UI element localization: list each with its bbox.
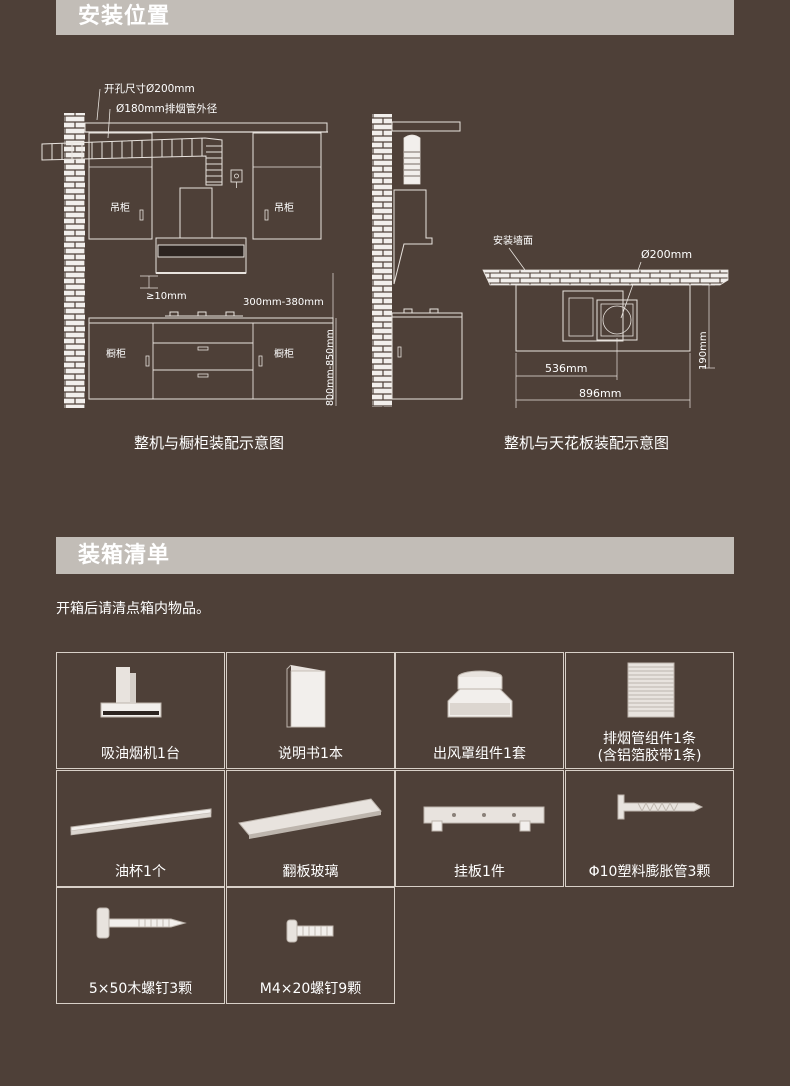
exhaust-pipe-icon xyxy=(627,662,675,718)
packing-item: 排烟管组件1条 (含铝箔胶带1条) xyxy=(565,652,734,769)
packing-item: 挂板1件 xyxy=(395,770,564,887)
outlet-cover-icon xyxy=(447,670,513,718)
wall-cabinet-right-label: 吊柜 xyxy=(274,201,294,214)
packing-item-label: 5×50木螺钉3颗 xyxy=(88,981,193,997)
width-inner-label: 536mm xyxy=(545,362,587,375)
section-header-packing: 装箱清单 xyxy=(56,537,734,574)
pipe-diameter-label: Ø180mm排烟管外径 xyxy=(116,102,218,115)
packing-item-label: 出风罩组件1套 xyxy=(433,746,526,762)
hole-size-label: 开孔尺寸Ø200mm xyxy=(104,82,195,95)
hanging-plate-icon xyxy=(423,806,545,832)
base-cabinet xyxy=(88,322,334,400)
packing-intro: 开箱后请清点箱内物品。 xyxy=(56,601,210,617)
diagram1-caption: 整机与橱柜装配示意图 xyxy=(134,434,285,452)
packing-item: Φ10塑料膨胀管3颗 xyxy=(565,770,734,887)
section-header-install: 安装位置 xyxy=(56,0,734,35)
packing-item: 翻板玻璃 xyxy=(226,770,395,887)
manual-icon xyxy=(286,664,326,728)
range-hood xyxy=(155,187,247,274)
glass-panel-icon xyxy=(238,798,382,839)
wall-cabinet-left-label: 吊柜 xyxy=(110,201,130,214)
machine-screw-icon xyxy=(286,919,334,943)
expansion-tube-icon xyxy=(617,794,704,820)
brick-wall xyxy=(64,113,85,408)
packing-item-label: 排烟管组件1条 xyxy=(603,731,696,747)
packing-item: 吸油烟机1台 xyxy=(56,652,225,769)
packing-item: M4×20螺钉9颗 xyxy=(226,887,395,1004)
section-title: 装箱清单 xyxy=(78,543,171,568)
width-outer-label: 896mm xyxy=(579,387,621,400)
side-view-diagram xyxy=(372,114,463,407)
packing-item-label: 吸油烟机1台 xyxy=(101,746,180,762)
countertop xyxy=(88,317,334,324)
base-cabinet-left-label: 橱柜 xyxy=(106,347,126,360)
counter-height-label: 800mm-850mm xyxy=(325,329,336,406)
diagram2-caption: 整机与天花板装配示意图 xyxy=(504,434,670,452)
hole-label-2: Ø200mm xyxy=(641,248,692,261)
cabinet-assembly-diagram: 吊柜 吊柜 ≥10mm 300mm-380mm 橱柜 橱柜 800mm-850m… xyxy=(41,82,337,408)
oil-cup-icon xyxy=(70,808,212,836)
wood-screw-icon xyxy=(96,907,187,939)
wall-label: 安装墙面 xyxy=(493,234,533,247)
range-hood-icon xyxy=(100,667,162,718)
packing-item-label: Φ10塑料膨胀管3颗 xyxy=(588,864,711,880)
exhaust-pipe xyxy=(41,137,223,186)
packing-item: 说明书1本 xyxy=(226,652,395,769)
wall-cabinet-left xyxy=(88,132,153,240)
section-title: 安装位置 xyxy=(78,4,171,29)
packing-item-label: 翻板玻璃 xyxy=(282,864,339,880)
gap-label: ≥10mm xyxy=(146,291,187,302)
ceiling-assembly-diagram: 安装墙面 Ø200mm 190mm 536mm 896mm xyxy=(482,234,729,408)
packing-item-label: M4×20螺钉9颗 xyxy=(259,981,362,997)
packing-item: 出风罩组件1套 xyxy=(395,652,564,769)
packing-item: 5×50木螺钉3颗 xyxy=(56,887,225,1004)
depth-label: 190mm xyxy=(698,331,709,370)
packing-item-label: 挂板1件 xyxy=(454,864,505,880)
packing-item-label: 油杯1个 xyxy=(115,864,166,880)
wall-cabinet-right xyxy=(252,132,322,240)
packing-item: 油杯1个 xyxy=(56,770,225,887)
height-label: 300mm-380mm xyxy=(243,297,324,308)
packing-item-label: 说明书1本 xyxy=(278,746,343,762)
packing-item-sublabel: (含铝箔胶带1条) xyxy=(597,748,702,764)
base-cabinet-right-label: 橱柜 xyxy=(274,347,294,360)
